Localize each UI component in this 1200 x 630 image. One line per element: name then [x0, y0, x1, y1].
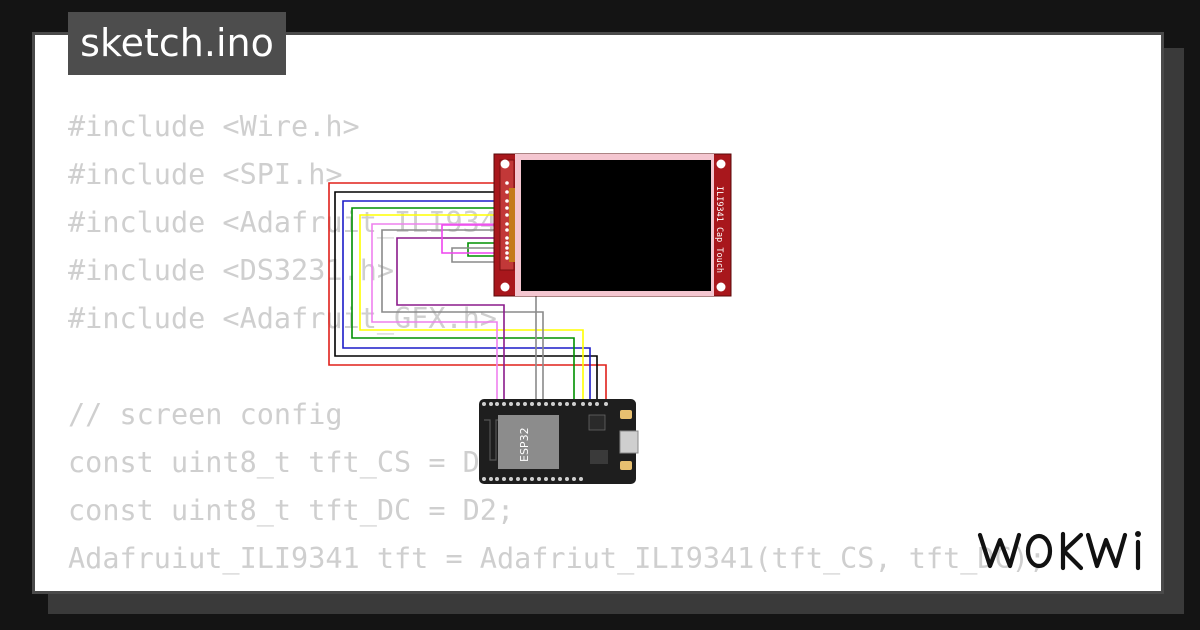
wire-grey-2	[451, 247, 537, 402]
wire-green-loop	[467, 242, 498, 257]
wire-purple	[396, 237, 505, 402]
wire-yellow	[359, 214, 584, 402]
esp32-shield	[498, 415, 559, 469]
code-line: Adafruiut_ILI9341 tft = Adafriut_ILI9341…	[68, 542, 1047, 575]
wire-red	[328, 182, 607, 402]
ili9341-display[interactable]: ILI9341 Cap Touch	[493, 153, 732, 297]
display-mounting-holes	[500, 159, 726, 292]
reset-button	[620, 461, 632, 470]
usb-connector	[619, 430, 639, 454]
wire-black	[334, 191, 598, 402]
wire-blue	[342, 200, 591, 402]
boot-button	[620, 410, 632, 419]
esp32-board[interactable]: ESP32	[479, 399, 639, 484]
wire-violet	[371, 223, 498, 402]
preview-card: #include <Wire.h> #include <SPI.h> #includ…	[32, 32, 1164, 594]
esp32-regulator	[590, 450, 608, 464]
display-label: ILI9341 Cap Touch	[714, 186, 724, 273]
wokwi-logo	[977, 531, 1141, 571]
code-line: #include <SPI.h>	[68, 158, 343, 191]
wire-magenta	[441, 224, 498, 254]
code-line: #include <Wire.h>	[68, 110, 360, 143]
file-tab[interactable]: sketch.ino	[68, 12, 286, 75]
esp32-label: ESP32	[518, 427, 531, 462]
esp32-chip	[588, 414, 606, 431]
wires	[328, 182, 607, 402]
wire-green	[351, 207, 575, 402]
esp32-top-pins	[482, 402, 608, 406]
code-line: const uint8_t tft_DC = D2;	[68, 494, 515, 527]
code-line: #include <DS3231.h>	[68, 254, 395, 287]
display-header-pins	[505, 181, 509, 260]
wire-grey	[381, 229, 544, 402]
esp32-bottom-pins	[482, 477, 583, 481]
code-line: // screen config	[68, 398, 343, 431]
esp32-antenna	[484, 419, 502, 461]
display-screen	[521, 160, 711, 291]
